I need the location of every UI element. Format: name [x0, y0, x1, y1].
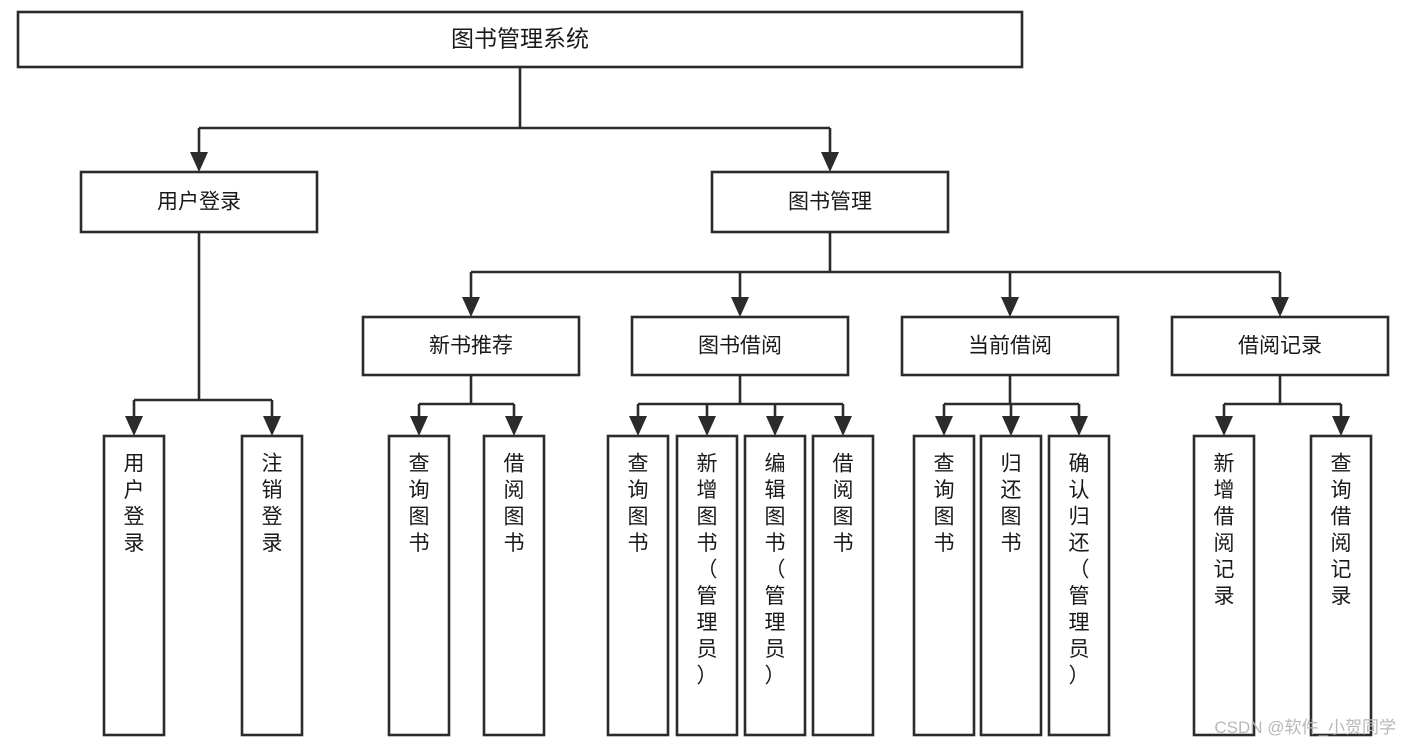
- node-box-leaf-user-login: [102, 434, 166, 737]
- bookmanage-to-l3-arrow-0: [462, 297, 480, 317]
- node-box-leaf-logout: [240, 434, 304, 737]
- node-label-leaf-edit-book: 编辑图书（管理员）: [765, 452, 786, 687]
- node-leaf-logout[interactable]: 注销登录: [240, 434, 304, 737]
- node-leaf-query-record[interactable]: 查询借阅记录: [1309, 434, 1373, 737]
- root-to-l2-arrow-0: [190, 152, 208, 172]
- node-leaf-borrow-book-1[interactable]: 借阅图书: [482, 434, 546, 737]
- node-label-leaf-query-record: 查询借阅记录: [1331, 452, 1352, 608]
- node-label-leaf-query-book-2: 查询图书: [628, 452, 649, 555]
- node-label-borrow-record: 借阅记录: [1238, 335, 1322, 358]
- node-leaf-borrow-book-2[interactable]: 借阅图书: [811, 434, 875, 737]
- node-label-leaf-query-book-1: 查询图书: [409, 452, 430, 555]
- node-label-leaf-borrow-book-1: 借阅图书: [504, 452, 525, 555]
- node-book-borrow[interactable]: 图书借阅: [630, 315, 850, 377]
- node-leaf-return-book[interactable]: 归还图书: [979, 434, 1043, 737]
- node-box-book-manage: [710, 170, 950, 234]
- node-root[interactable]: 图书管理系统: [16, 10, 1024, 69]
- node-leaf-add-book[interactable]: 新增图书（管理员）: [675, 434, 739, 737]
- node-label-leaf-confirm-return: 确认归还（管理员）: [1069, 452, 1090, 687]
- book-borrow-to-leaves-arrow-1: [698, 416, 716, 436]
- node-box-leaf-confirm-return: [1047, 434, 1111, 737]
- node-leaf-query-book-1[interactable]: 查询图书: [387, 434, 451, 737]
- csdn-watermark: CSDN @软件_小贺同学: [1214, 718, 1396, 737]
- node-box-leaf-query-book-2: [606, 434, 670, 737]
- new-book-recommend-to-leaves-arrow-1: [505, 416, 523, 436]
- bookmanage-to-l3-arrow-3: [1271, 297, 1289, 317]
- node-label-root: 图书管理系统: [451, 26, 589, 52]
- node-box-leaf-borrow-book-2: [811, 434, 875, 737]
- node-leaf-user-login[interactable]: 用户登录: [102, 434, 166, 737]
- node-box-user-login: [79, 170, 319, 234]
- node-box-current-borrow: [900, 315, 1120, 377]
- node-label-leaf-return-book: 归还图书: [1001, 452, 1022, 555]
- node-label-leaf-add-record: 新增借阅记录: [1214, 452, 1235, 608]
- node-label-book-manage: 图书管理: [788, 191, 872, 214]
- node-leaf-query-book-3[interactable]: 查询图书: [912, 434, 976, 737]
- node-label-leaf-add-book: 新增图书（管理员）: [697, 452, 718, 687]
- user-login-to-leaves-arrow-0: [125, 416, 143, 436]
- node-leaf-add-record[interactable]: 新增借阅记录: [1192, 434, 1256, 737]
- node-label-book-borrow: 图书借阅: [698, 335, 782, 358]
- node-book-manage[interactable]: 图书管理: [710, 170, 950, 234]
- bookmanage-to-l3-arrow-2: [1001, 297, 1019, 317]
- book-borrow-to-leaves-arrow-0: [629, 416, 647, 436]
- node-box-root: [16, 10, 1024, 69]
- book-borrow-to-leaves-arrow-3: [834, 416, 852, 436]
- node-leaf-edit-book[interactable]: 编辑图书（管理员）: [743, 434, 807, 737]
- current-borrow-to-leaves-arrow-1: [1002, 416, 1020, 436]
- node-box-leaf-borrow-book-1: [482, 434, 546, 737]
- node-user-login[interactable]: 用户登录: [79, 170, 319, 234]
- node-label-user-login: 用户登录: [157, 191, 241, 214]
- node-box-leaf-query-book-3: [912, 434, 976, 737]
- nodes-layer: 图书管理系统用户登录图书管理新书推荐图书借阅当前借阅借阅记录用户登录注销登录查询…: [16, 10, 1390, 737]
- node-box-leaf-query-record: [1309, 434, 1373, 737]
- borrow-record-to-leaves-arrow-0: [1215, 416, 1233, 436]
- node-box-leaf-query-book-1: [387, 434, 451, 737]
- node-box-leaf-add-book: [675, 434, 739, 737]
- borrow-record-to-leaves-arrow-1: [1332, 416, 1350, 436]
- current-borrow-to-leaves-arrow-2: [1070, 416, 1088, 436]
- root-to-l2-arrow-1: [821, 152, 839, 172]
- user-login-to-leaves-arrow-1: [263, 416, 281, 436]
- current-borrow-to-leaves-arrow-0: [935, 416, 953, 436]
- book-borrow-to-leaves-arrow-2: [766, 416, 784, 436]
- node-label-leaf-user-login: 用户登录: [124, 452, 145, 555]
- node-current-borrow[interactable]: 当前借阅: [900, 315, 1120, 377]
- node-label-leaf-borrow-book-2: 借阅图书: [833, 452, 854, 555]
- node-label-leaf-logout: 注销登录: [262, 452, 283, 555]
- node-box-borrow-record: [1170, 315, 1390, 377]
- node-new-book-recommend[interactable]: 新书推荐: [361, 315, 581, 377]
- bookmanage-to-l3-arrow-1: [731, 297, 749, 317]
- node-box-leaf-edit-book: [743, 434, 807, 737]
- node-box-leaf-return-book: [979, 434, 1043, 737]
- new-book-recommend-to-leaves-arrow-0: [410, 416, 428, 436]
- node-box-new-book-recommend: [361, 315, 581, 377]
- node-label-new-book-recommend: 新书推荐: [429, 335, 513, 358]
- edges-layer: [125, 67, 1350, 436]
- node-label-current-borrow: 当前借阅: [968, 335, 1052, 358]
- node-leaf-confirm-return[interactable]: 确认归还（管理员）: [1047, 434, 1111, 737]
- node-label-leaf-query-book-3: 查询图书: [934, 452, 955, 555]
- node-box-leaf-add-record: [1192, 434, 1256, 737]
- node-box-book-borrow: [630, 315, 850, 377]
- node-borrow-record[interactable]: 借阅记录: [1170, 315, 1390, 377]
- node-leaf-query-book-2[interactable]: 查询图书: [606, 434, 670, 737]
